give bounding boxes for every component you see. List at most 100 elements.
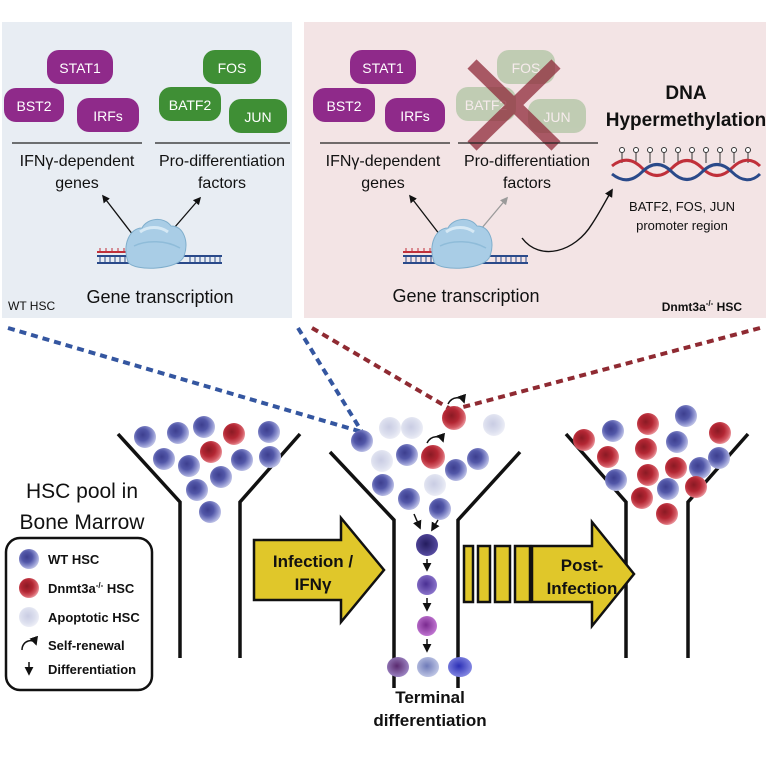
infection-arrow-line2: IFNγ bbox=[295, 575, 332, 594]
ko-cell bbox=[597, 446, 619, 468]
apoptotic-cell bbox=[401, 417, 423, 439]
legend-ko-label: Dnmt3a-/- HSC bbox=[48, 581, 135, 596]
ko-cell bbox=[709, 422, 731, 444]
bone-marrow-funnel-middle bbox=[328, 450, 522, 688]
wt-cell bbox=[467, 448, 489, 470]
wt-corner-label: WT HSC bbox=[8, 299, 55, 313]
terminal-label-line2: differentiation bbox=[373, 711, 486, 730]
ko-gene-bst2: BST2 bbox=[326, 98, 361, 114]
middle-pool-cells bbox=[351, 406, 505, 520]
ko-gene-jun: JUN bbox=[543, 109, 570, 125]
wt-cell bbox=[258, 421, 280, 443]
right-pool-cells bbox=[573, 405, 731, 525]
wt-gene-irfs: IRFs bbox=[93, 108, 123, 124]
wt-gene-batf2: BATF2 bbox=[169, 97, 212, 113]
ko-gene-batf2: BATF2 bbox=[465, 97, 508, 113]
terminal-cell bbox=[448, 657, 472, 677]
wt-ifn-label-line2: genes bbox=[55, 175, 99, 192]
ko-prodiff-label-line1: Pro-differentiation bbox=[464, 153, 590, 170]
differentiating-cell bbox=[417, 616, 437, 636]
methylation-title-line2: Hypermethylation bbox=[606, 110, 766, 131]
ko-cell bbox=[665, 457, 687, 479]
wt-cell bbox=[178, 455, 200, 477]
legend-box bbox=[4, 536, 154, 692]
self-renewal-icon bbox=[447, 393, 466, 405]
legend-apoptotic-swatch bbox=[19, 607, 39, 627]
ko-corner-label: Dnmt3a-/- HSC bbox=[662, 299, 743, 314]
pool-label-line1: HSC pool in bbox=[26, 480, 138, 503]
terminal-cell bbox=[417, 657, 439, 677]
legend-ko-swatch bbox=[19, 578, 39, 598]
wt-cell bbox=[708, 447, 730, 469]
wt-cell bbox=[396, 444, 418, 466]
terminal-label-line1: Terminal bbox=[395, 688, 465, 707]
wt-rna-polymerase-icon bbox=[125, 219, 187, 269]
ko-cell bbox=[631, 487, 653, 509]
self-renewal-icon bbox=[426, 432, 445, 444]
legend-wt-label: WT HSC bbox=[48, 552, 100, 567]
promoter-label-line1: BATF2, FOS, JUN bbox=[629, 199, 735, 214]
ko-arrow-to-ifn bbox=[409, 194, 441, 236]
wt-gene-fos: FOS bbox=[218, 60, 247, 76]
ko-cell bbox=[442, 406, 466, 430]
ko-gene-irfs: IRFs bbox=[400, 108, 430, 124]
infection-arrow: Infection / IFNγ bbox=[252, 514, 386, 626]
wt-cell bbox=[605, 469, 627, 491]
ko-cell bbox=[635, 438, 657, 460]
wt-gene-bst2: BST2 bbox=[16, 98, 51, 114]
wt-cell bbox=[153, 448, 175, 470]
methylated-dna-icon bbox=[611, 147, 762, 182]
post-arrow-line1: Post- bbox=[561, 556, 604, 575]
wt-cell bbox=[351, 430, 373, 452]
terminal-cell bbox=[387, 657, 409, 677]
methylation-title-line1: DNA bbox=[665, 83, 706, 104]
wt-cell bbox=[445, 459, 467, 481]
post-arrow-line2: Infection bbox=[547, 579, 618, 598]
ko-cell bbox=[573, 429, 595, 451]
wt-ifn-gene-pills: STAT1 BST2 IRFs bbox=[4, 50, 139, 132]
ko-cell bbox=[637, 464, 659, 486]
wt-transcription-label: Gene transcription bbox=[86, 287, 233, 307]
ko-arrow-to-methylation bbox=[521, 188, 613, 253]
ko-cell bbox=[685, 476, 707, 498]
wt-cell bbox=[193, 416, 215, 438]
wt-cell bbox=[134, 426, 156, 448]
ko-gene-stat1: STAT1 bbox=[362, 60, 404, 76]
ko-cell bbox=[637, 413, 659, 435]
differentiating-cell bbox=[417, 575, 437, 595]
legend-apoptotic-label: Apoptotic HSC bbox=[48, 610, 140, 625]
wt-zoom-connectors bbox=[7, 326, 364, 434]
ko-transcription-label: Gene transcription bbox=[392, 286, 539, 306]
legend-differentiation-label: Differentiation bbox=[48, 662, 136, 677]
wt-cell bbox=[186, 479, 208, 501]
ko-cell bbox=[421, 445, 445, 469]
wt-cell bbox=[657, 478, 679, 500]
wt-gene-stat1: STAT1 bbox=[59, 60, 101, 76]
ko-ifn-gene-pills: STAT1 BST2 IRFs bbox=[313, 50, 445, 132]
wt-cell bbox=[675, 405, 697, 427]
ko-cell bbox=[200, 441, 222, 463]
wt-cell bbox=[210, 466, 232, 488]
legend-self-renewal-label: Self-renewal bbox=[48, 638, 125, 653]
ko-zoom-connectors bbox=[310, 326, 761, 412]
left-pool-cells bbox=[134, 416, 281, 523]
ko-repression-cross-icon bbox=[467, 59, 561, 151]
wt-ifn-label-line1: IFNγ-dependent bbox=[20, 153, 135, 170]
ko-ifn-label-line1: IFNγ-dependent bbox=[326, 153, 441, 170]
wt-cell bbox=[259, 446, 281, 468]
wt-cell bbox=[666, 431, 688, 453]
apoptotic-cell bbox=[379, 417, 401, 439]
wt-cell bbox=[199, 501, 221, 523]
wt-gene-jun: JUN bbox=[244, 109, 271, 125]
wt-prodiff-label-line2: factors bbox=[198, 175, 246, 192]
ko-gene-fos: FOS bbox=[512, 60, 541, 76]
legend-wt-swatch bbox=[19, 549, 39, 569]
wt-cell bbox=[429, 498, 451, 520]
post-infection-arrow: Post- Infection bbox=[462, 518, 636, 630]
legend-self-renewal-icon bbox=[21, 635, 38, 651]
wt-cell bbox=[398, 488, 420, 510]
wt-cell bbox=[231, 449, 253, 471]
ko-cell bbox=[223, 423, 245, 445]
differentiating-cell bbox=[416, 534, 438, 556]
